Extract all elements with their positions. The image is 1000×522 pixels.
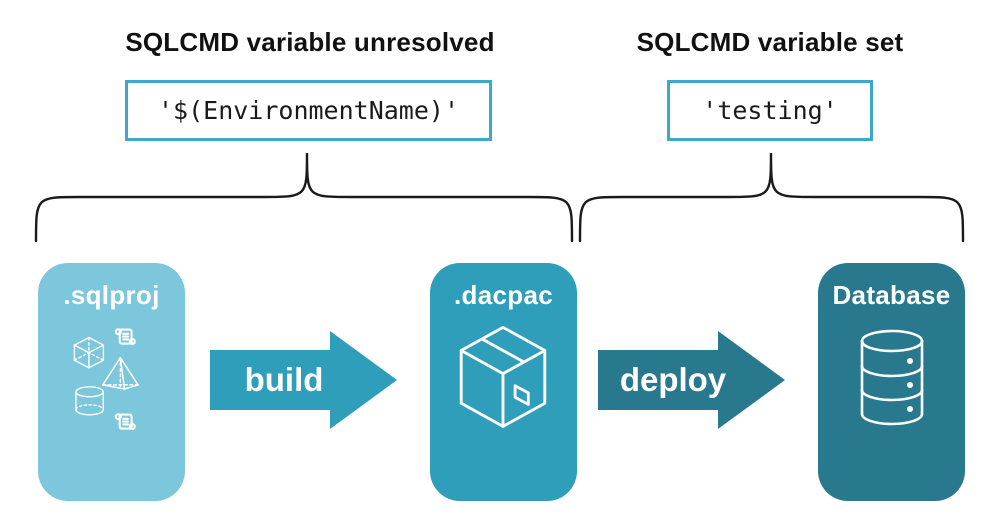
build-arrow-label: build (244, 361, 324, 398)
cube-icon (73, 336, 105, 369)
build-arrow-shape (210, 331, 397, 429)
left-brace (34, 152, 574, 243)
deploy-arrow-shape (598, 331, 785, 429)
stage-dacpac: .dacpac (430, 263, 577, 501)
stage-sqlproj-label: .sqlproj (63, 280, 160, 310)
set-heading: SQLCMD variable set (636, 27, 904, 57)
unresolved-value: '$(EnvironmentName)' (157, 96, 460, 125)
unresolved-heading: SQLCMD variable unresolved (125, 27, 495, 57)
cylinder-icon (75, 386, 104, 416)
pyramid-icon (101, 356, 139, 390)
deploy-arrow (598, 331, 785, 429)
sql-objects-icon (73, 328, 139, 430)
scroll-icon (114, 328, 136, 345)
deploy-arrow-label: deploy (619, 361, 727, 398)
stage-database-label: Database (832, 280, 951, 310)
database-icon (860, 329, 924, 426)
right-brace (578, 152, 965, 243)
build-arrow (210, 331, 397, 429)
set-value: 'testing' (702, 96, 838, 125)
unresolved-value-box: '$(EnvironmentName)' (125, 80, 492, 141)
scroll-icon (114, 413, 136, 430)
stage-database: Database (818, 263, 965, 501)
braces (34, 152, 965, 243)
set-value-box: 'testing' (667, 80, 873, 141)
stage-dacpac-label: .dacpac (454, 280, 553, 310)
stage-sqlproj: .sqlproj (38, 263, 185, 501)
package-icon (459, 325, 547, 428)
